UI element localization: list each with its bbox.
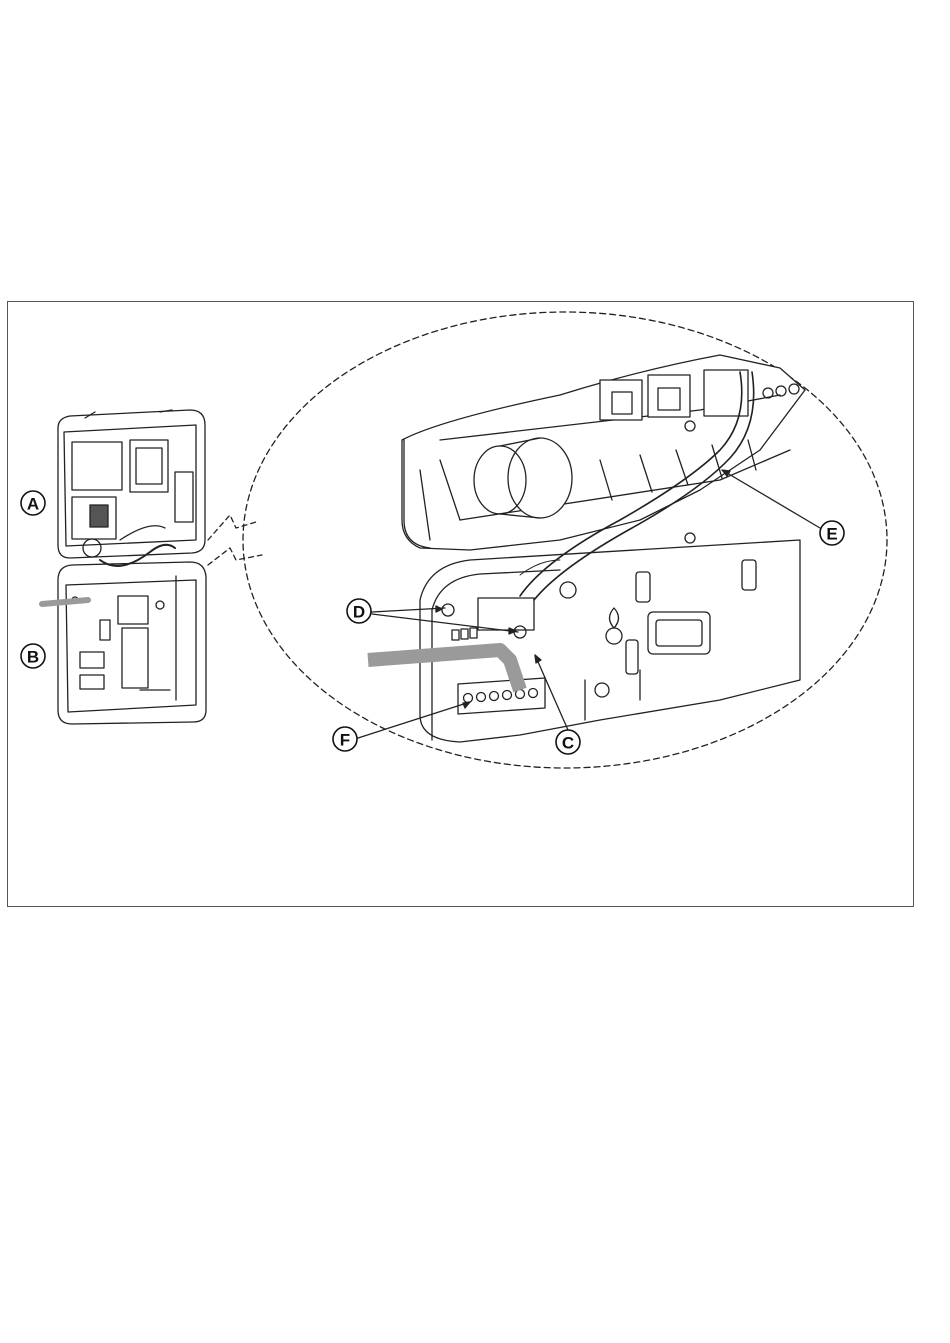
callout-C: C <box>556 730 580 754</box>
device-top-half <box>58 410 205 558</box>
callout-D: D <box>347 599 371 623</box>
callout-A: A <box>21 491 45 515</box>
callout-label: C <box>562 734 574 753</box>
callout-E: E <box>820 521 844 545</box>
callout-label: F <box>340 731 350 750</box>
callout-label: A <box>27 495 39 514</box>
callout-F: F <box>333 727 357 751</box>
callout-label: D <box>353 603 365 622</box>
callout-B: B <box>21 644 45 668</box>
device-bottom-half <box>58 562 206 724</box>
callout-label: B <box>27 648 39 667</box>
callout-label: E <box>826 525 837 544</box>
enlarged-top-cover <box>402 355 805 550</box>
enlarged-base <box>420 540 800 742</box>
